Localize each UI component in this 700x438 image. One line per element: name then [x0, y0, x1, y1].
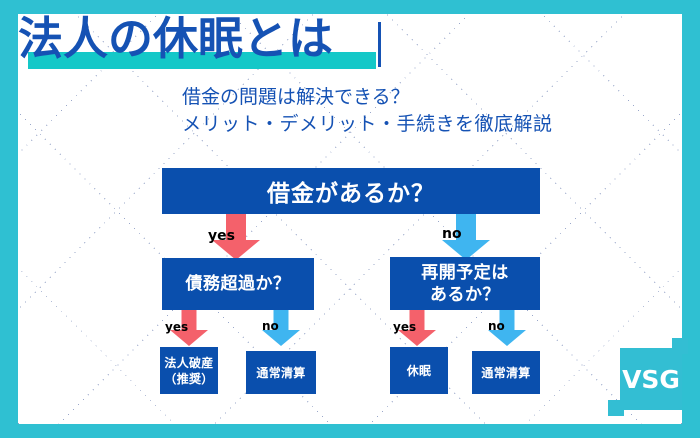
flow-node-q-insolvent: 債務超過か？ [162, 258, 314, 310]
flow-arrow-yes-root: yes [208, 214, 260, 260]
flow-node-label: 休眠 [406, 363, 432, 378]
content-panel [18, 14, 682, 424]
flow-branch-label-no: no [262, 319, 279, 333]
flow-arrow-no-insolvent: no [262, 310, 300, 348]
flow-branch-label-yes: yes [165, 320, 189, 334]
flow-node-label: 通常清算 [481, 365, 531, 380]
flow-arrow-no-restart: no [488, 310, 526, 348]
flow-node-q-debt: 借金があるか？ [162, 168, 540, 214]
page-title: 法人の休眠とは [18, 12, 334, 65]
flow-node-label-line-1: 法人破産 [164, 355, 214, 370]
flow-arrow-yes-restart: yes [393, 310, 436, 348]
flow-node-q-restart: 再開予定は あるか？ [390, 257, 540, 310]
title-highlight-bar [28, 52, 376, 69]
flow-node-label: 通常清算 [256, 365, 306, 380]
background-crosshatch-pattern [18, 14, 682, 424]
flow-node-label: 借金があるか？ [267, 181, 435, 207]
flow-branch-label-no: no [442, 226, 462, 242]
flow-node-outcome-dormant: 休眠 [390, 347, 448, 394]
flow-node-outcome-bankruptcy: 法人破産 （推奨） [160, 347, 218, 394]
text-caret-icon [378, 22, 381, 67]
flow-branch-label-no: no [488, 319, 505, 333]
page-title-group: 法人の休眠とは [18, 10, 381, 72]
page-subtitle: 借金の問題は解決できる？ メリット・デメリット・手続きを徹底解説 [182, 84, 682, 138]
subtitle-line-1: 借金の問題は解決できる？ [182, 86, 410, 108]
vsg-logo: VSG [620, 348, 682, 410]
flow-node-label-line-1: 再開予定は [421, 262, 509, 283]
flow-branch-label-yes: yes [208, 228, 235, 244]
flow-node-label-line-2: （推奨） [164, 371, 214, 386]
flow-node-label: 債務超過か？ [185, 274, 291, 294]
subtitle-line-2: メリット・デメリット・手続きを徹底解説 [182, 113, 553, 135]
flow-node-label-line-2: あるか？ [430, 284, 500, 305]
flow-arrow-yes-insolvent: yes [165, 310, 208, 348]
flow-node-outcome-liquidation-1: 通常清算 [246, 351, 316, 394]
flow-node-outcome-liquidation-2: 通常清算 [472, 351, 540, 394]
flow-branch-label-yes: yes [393, 320, 417, 334]
flow-arrow-no-root: no [442, 214, 490, 260]
logo-text: VSG [622, 364, 680, 394]
